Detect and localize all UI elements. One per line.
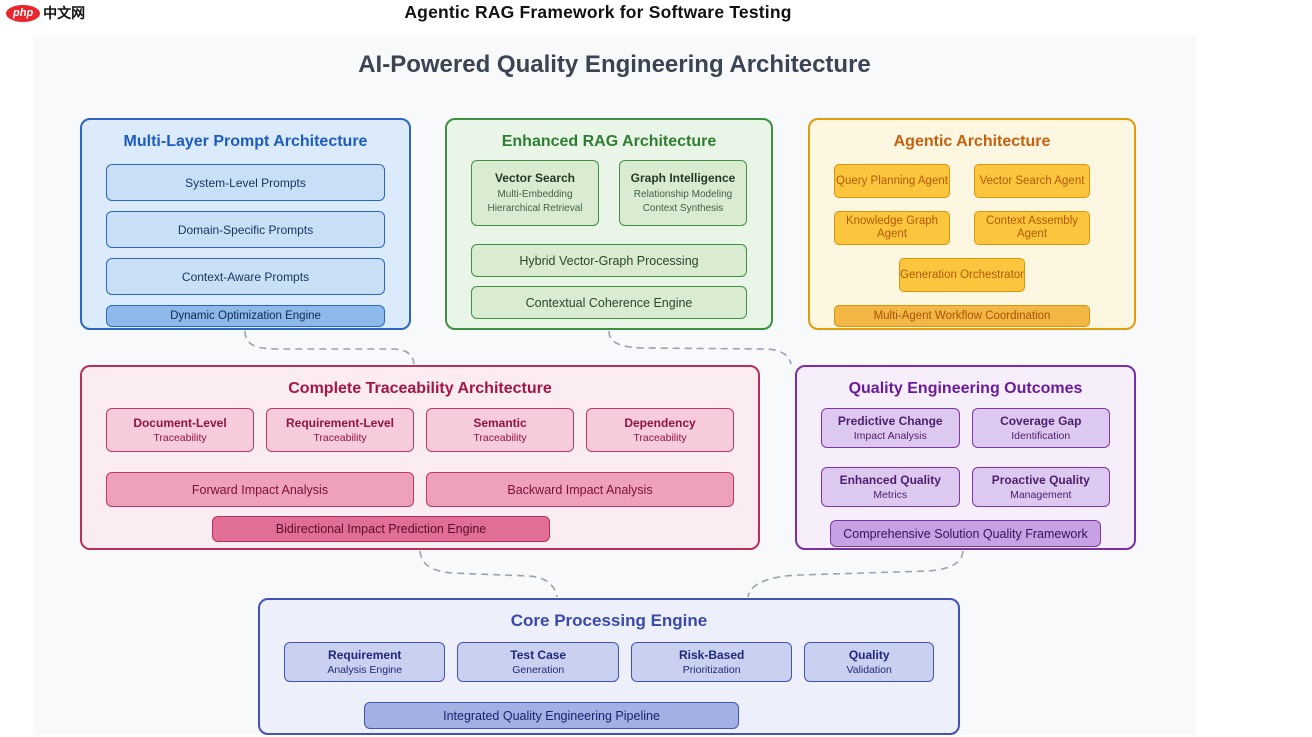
card-subtitle: Traceability [633,431,687,444]
card-dependency-traceability: Dependency Traceability [586,408,734,452]
card-requirement-analysis-engine: Requirement Analysis Engine [284,642,446,682]
card-document-level-traceability: Document-Level Traceability [106,408,254,452]
traceability-bars-row: Forward Impact Analysis Backward Impact … [106,472,734,507]
card-title: Requirement [328,647,402,662]
card-subtitle: Generation [512,663,565,676]
node-bidirectional-impact-prediction-engine: Bidirectional Impact Prediction Engine [212,516,550,542]
page-title: Agentic RAG Framework for Software Testi… [404,2,792,22]
card-subtitle: Validation [846,663,892,676]
node-generation-orchestrator: Generation Orchestrator [899,258,1025,292]
node-multi-agent-workflow-coordination: Multi-Agent Workflow Coordination [834,305,1090,327]
card-title: Quality [848,647,890,662]
card-test-case-generation: Test Case Generation [457,642,619,682]
card-title: Vector Search [494,171,576,185]
group-title-outcomes: Quality Engineering Outcomes [848,380,1083,397]
card-subtitle: Traceability [473,431,527,444]
card-requirement-level-traceability: Requirement-Level Traceability [266,408,414,452]
card-subtitle: Multi-Embedding [497,189,573,200]
card-quality-validation: Quality Validation [804,642,934,682]
card-title: Predictive Change [837,413,943,428]
node-dynamic-optimization-engine: Dynamic Optimization Engine [106,305,385,327]
card-title: Dependency [624,415,696,430]
card-title: Proactive Quality [991,472,1090,487]
core-cards-row: Requirement Analysis Engine Test Case Ge… [284,642,934,682]
card-title: Document-Level [133,415,227,430]
card-subtitle: Impact Analysis [853,429,927,442]
card-subtitle: Traceability [153,431,207,444]
group-enhanced-rag-architecture: Enhanced RAG Architecture Vector Search … [445,118,773,330]
traceability-cards-row: Document-Level Traceability Requirement-… [106,408,734,452]
node-system-level-prompts: System-Level Prompts [106,164,385,201]
node-query-planning-agent: Query Planning Agent [834,164,950,198]
card-title: Test Case [510,647,567,662]
node-knowledge-graph-agent: Knowledge Graph Agent [834,211,950,245]
card-subtitle: Management [1010,488,1072,501]
card-graph-intelligence: Graph Intelligence Relationship Modeling… [619,160,747,226]
group-title-traceability: Complete Traceability Architecture [288,380,552,397]
node-forward-impact-analysis: Forward Impact Analysis [106,472,414,507]
group-title-rag: Enhanced RAG Architecture [501,133,717,150]
group-multi-layer-prompt-architecture: Multi-Layer Prompt Architecture System-L… [80,118,411,330]
card-subtitle: Analysis Engine [327,663,403,676]
node-domain-specific-prompts: Domain-Specific Prompts [106,211,385,248]
group-agentic-architecture: Agentic Architecture Query Planning Agen… [808,118,1136,330]
card-subtitle: Metrics [873,488,908,501]
node-context-assembly-agent: Context Assembly Agent [974,211,1090,245]
node-contextual-coherence-engine: Contextual Coherence Engine [471,286,747,319]
card-title: Coverage Gap [1000,413,1082,428]
outcomes-cards-grid: Predictive Change Impact Analysis Covera… [821,408,1110,507]
card-subtitle: Relationship Modeling [633,189,733,200]
node-vector-search-agent: Vector Search Agent [974,164,1090,198]
card-semantic-traceability: Semantic Traceability [426,408,574,452]
card-subtitle: Identification [1011,429,1071,442]
card-subtitle: Context Synthesis [642,203,724,214]
node-comprehensive-solution-quality-framework: Comprehensive Solution Quality Framework [830,520,1101,547]
group-quality-engineering-outcomes: Quality Engineering Outcomes Predictive … [795,365,1136,550]
group-complete-traceability-architecture: Complete Traceability Architecture Docum… [80,365,760,550]
diagram-title: AI-Powered Quality Engineering Architect… [358,51,871,78]
card-predictive-change-impact-analysis: Predictive Change Impact Analysis [821,408,960,448]
node-integrated-quality-engineering-pipeline: Integrated Quality Engineering Pipeline [364,702,739,729]
php-logo-icon: php [6,4,41,22]
card-subtitle: Hierarchical Retrieval [487,203,583,214]
site-logo-text: 中文网 [43,5,86,21]
card-enhanced-quality-metrics: Enhanced Quality Metrics [821,467,960,507]
node-context-aware-prompts: Context-Aware Prompts [106,258,385,295]
rag-cards-row: Vector Search Multi-Embedding Hierarchic… [471,160,747,226]
agent-grid: Query Planning Agent Vector Search Agent… [834,164,1090,245]
node-hybrid-vector-graph-processing: Hybrid Vector-Graph Processing [471,244,747,277]
card-title: Semantic [473,415,527,430]
card-subtitle: Traceability [313,431,367,444]
card-subtitle: Prioritization [682,663,741,676]
prompt-stack: System-Level Prompts Domain-Specific Pro… [106,164,385,327]
card-title: Graph Intelligence [630,171,736,185]
node-backward-impact-analysis: Backward Impact Analysis [426,472,734,507]
group-title-agentic: Agentic Architecture [893,133,1051,150]
card-title: Risk-Based [678,647,745,662]
card-coverage-gap-identification: Coverage Gap Identification [971,408,1110,448]
site-logo[interactable]: php 中文网 [6,3,85,23]
card-title: Requirement-Level [285,415,395,430]
card-vector-search: Vector Search Multi-Embedding Hierarchic… [471,160,599,226]
group-core-processing-engine: Core Processing Engine Requirement Analy… [258,598,960,735]
group-title-core: Core Processing Engine [510,611,708,630]
card-risk-based-prioritization: Risk-Based Prioritization [630,642,793,682]
card-proactive-quality-management: Proactive Quality Management [971,467,1110,507]
page-header: php 中文网 Agentic RAG Framework for Softwa… [0,0,1312,32]
group-title-prompt: Multi-Layer Prompt Architecture [123,133,368,150]
card-title: Enhanced Quality [839,472,941,487]
